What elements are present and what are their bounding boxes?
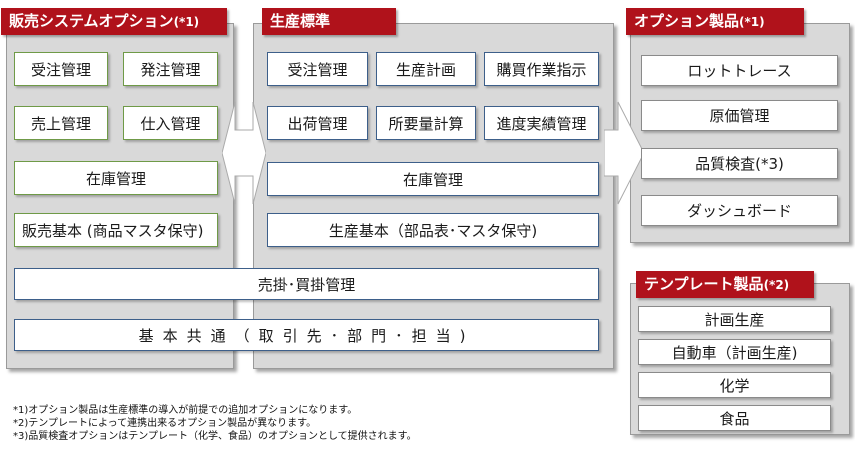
dashboard-box: ダッシュボード bbox=[641, 195, 838, 226]
template-products-title-note: (*2) bbox=[763, 278, 790, 292]
common-base-box: 基本共通（取引先･部門･担当) bbox=[14, 319, 599, 351]
footnotes: *1)オプション製品は生産標準の導入が前提での追加オプションになります。 *2)… bbox=[13, 404, 417, 443]
production-option-arrow-icon bbox=[604, 101, 644, 205]
requirement-calculation-box: 所要量計算 bbox=[376, 106, 476, 140]
sales-option-title-note: (*1) bbox=[173, 15, 200, 29]
sales-basic-box: 販売基本 (商品マスタ保守) bbox=[14, 213, 218, 247]
food-box: 食品 bbox=[638, 405, 831, 431]
planned-production-box: 計画生産 bbox=[638, 306, 831, 332]
purchasing-management-box: 仕入管理 bbox=[123, 106, 218, 140]
sales-option-title-text: 販売システムオプション bbox=[9, 12, 174, 30]
sales-order-management-box: 受注管理 bbox=[14, 52, 108, 86]
production-standard-title: 生産標準 bbox=[262, 8, 396, 35]
footnote-1: *1)オプション製品は生産標準の導入が前提での追加オプションになります。 bbox=[13, 405, 358, 416]
receivables-payables-box: 売掛･買掛管理 bbox=[14, 268, 599, 300]
purchase-order-management-box: 発注管理 bbox=[123, 52, 218, 86]
production-planning-box: 生産計画 bbox=[376, 52, 476, 86]
quality-inspection-box: 品質検査(*3) bbox=[641, 148, 838, 179]
footnote-2: *2)テンプレートによって連携出来るオプション製品が異なります。 bbox=[13, 418, 317, 429]
prod-order-management-box: 受注管理 bbox=[267, 52, 368, 86]
option-products-title-note: (*1) bbox=[739, 15, 765, 29]
option-products-title: オプション製品(*1) bbox=[626, 8, 804, 35]
template-products-title: テンプレート製品(*2) bbox=[636, 271, 814, 298]
automotive-box: 自動車（計画生産) bbox=[638, 339, 831, 365]
cost-management-box: 原価管理 bbox=[641, 100, 838, 131]
lot-trace-box: ロットトレース bbox=[641, 55, 838, 86]
sales-option-title: 販売システムオプション(*1) bbox=[1, 8, 227, 35]
option-products-title-text: オプション製品 bbox=[634, 12, 740, 30]
sales-management-box: 売上管理 bbox=[14, 106, 108, 140]
footnote-3: *3)品質検査オプションはテンプレート（化学、食品）のオプションとして提供されま… bbox=[13, 431, 417, 442]
progress-results-management-box: 進度実績管理 bbox=[484, 106, 599, 140]
prod-inventory-management-box: 在庫管理 bbox=[267, 162, 599, 196]
production-basic-box: 生産基本（部品表･マスタ保守) bbox=[267, 213, 599, 247]
template-products-title-text: テンプレート製品 bbox=[644, 275, 764, 293]
sales-production-arrow-icon bbox=[222, 101, 266, 205]
production-standard-title-text: 生産標準 bbox=[270, 12, 331, 30]
sales-inventory-management-box: 在庫管理 bbox=[14, 161, 218, 195]
purchase-work-instruction-box: 購買作業指示 bbox=[484, 52, 599, 86]
chemical-box: 化学 bbox=[638, 372, 831, 398]
shipping-management-box: 出荷管理 bbox=[267, 106, 368, 140]
